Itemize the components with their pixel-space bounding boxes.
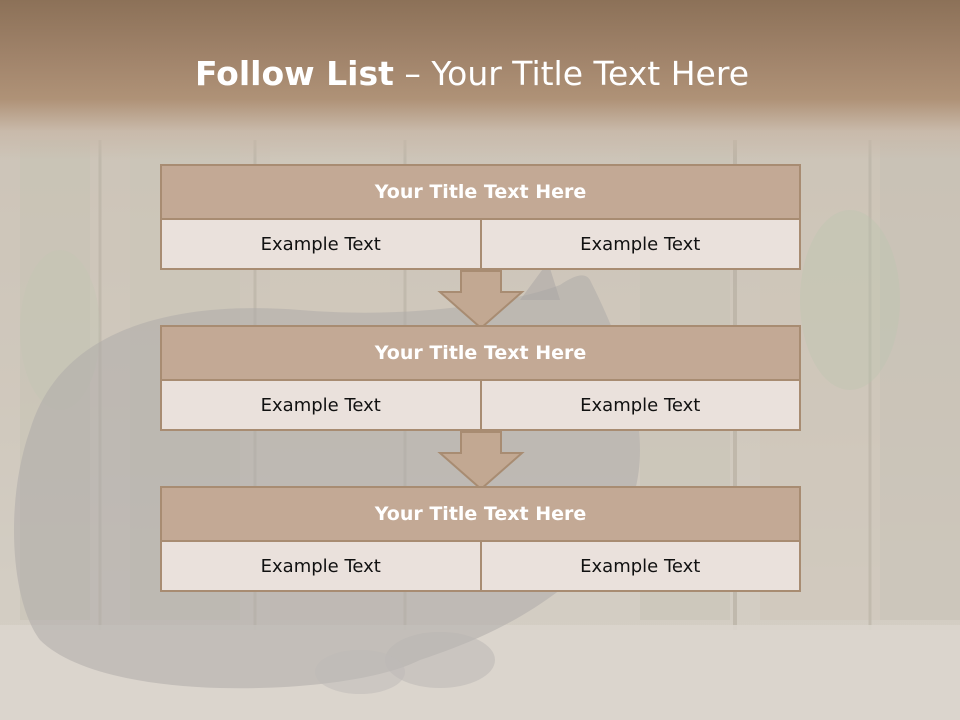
- block-title: Your Title Text Here: [160, 486, 801, 542]
- block-row: Example Text Example Text: [160, 542, 801, 592]
- list-block-3: Your Title Text Here Example Text Exampl…: [160, 486, 801, 592]
- list-block-1: Your Title Text Here Example Text Exampl…: [160, 164, 801, 270]
- block-cell-right: Example Text: [479, 220, 800, 268]
- block-title: Your Title Text Here: [160, 164, 801, 220]
- title-bold: Follow List: [194, 54, 394, 93]
- header-band: [0, 0, 960, 160]
- block-cell-right: Example Text: [479, 381, 800, 429]
- block-row: Example Text Example Text: [160, 220, 801, 270]
- block-cell-left: Example Text: [260, 394, 381, 416]
- list-block-2: Your Title Text Here Example Text Exampl…: [160, 325, 801, 431]
- down-arrow-icon: [437, 431, 525, 491]
- down-arrow-icon: [437, 270, 525, 330]
- block-cell-left: Example Text: [260, 555, 381, 577]
- block-cell-right: Example Text: [479, 542, 800, 590]
- title-dash: –: [393, 54, 432, 93]
- slide-title: Follow List – Your Title Text Here: [0, 54, 944, 93]
- title-rest: Your Title Text Here: [431, 54, 750, 93]
- block-cell-left: Example Text: [260, 233, 381, 255]
- block-title: Your Title Text Here: [160, 325, 801, 381]
- block-row: Example Text Example Text: [160, 381, 801, 431]
